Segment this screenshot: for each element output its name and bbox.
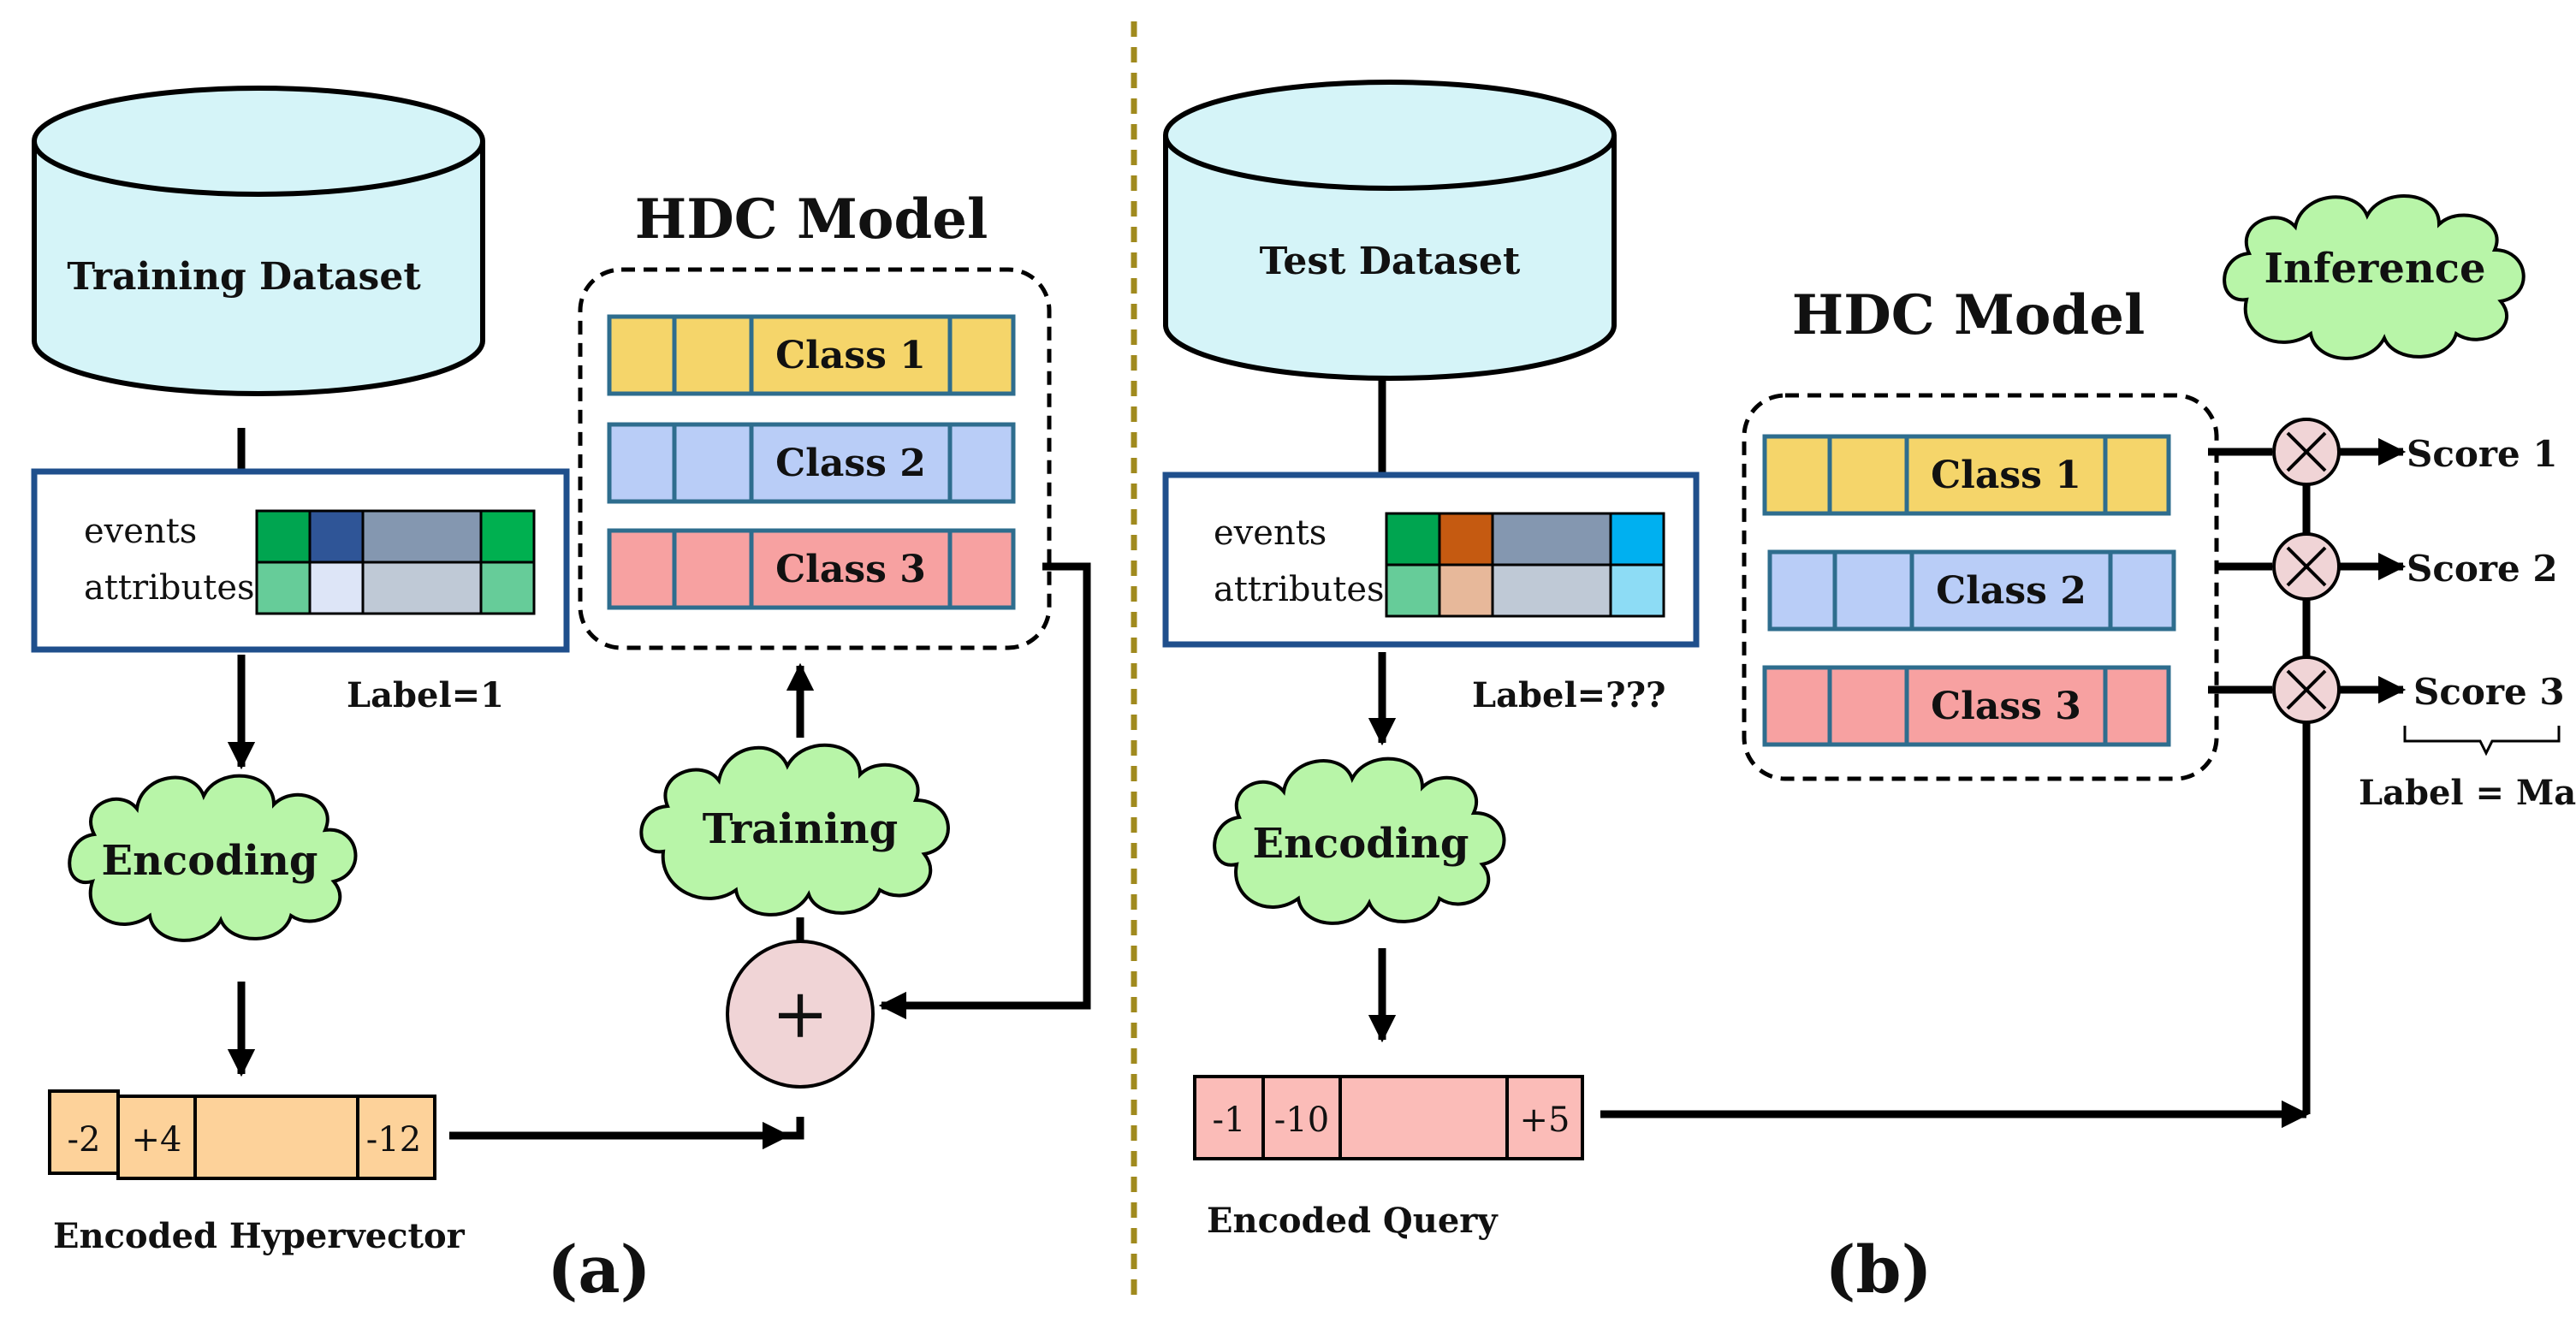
class-bar-3-a (607, 528, 1016, 610)
panel-b: Test Dataset events attributes Label=??? (1162, 80, 2576, 1308)
multiplier-3 (2272, 656, 2341, 724)
adder-operator: + (726, 940, 875, 1089)
events-label-b: events (1214, 513, 1327, 553)
multiplier-2 (2272, 532, 2341, 601)
hv-value-2: +4 (132, 1120, 182, 1160)
training-dataset-label: Training Dataset (67, 255, 421, 299)
feedback-arrow (878, 562, 1091, 1020)
class-bar-2-b (1767, 549, 2176, 632)
model-box-b (1742, 393, 2219, 781)
encoded-query (1193, 1075, 1584, 1160)
encoding-label: Encoding (102, 837, 318, 885)
training-label: Training (703, 805, 898, 853)
class-bar-1-a (607, 314, 1016, 396)
panel-a: Training Dataset events attributes Label… (31, 86, 1091, 1308)
encoding-cloud-b: Encoding (1213, 756, 1506, 925)
encoding-label-b: Encoding (1253, 820, 1469, 868)
events-attributes-box: events attributes (31, 468, 570, 653)
caption-b: (b) (1825, 1231, 1932, 1308)
class-bar-3-b (1762, 665, 2171, 747)
hv-value-3: -12 (366, 1120, 421, 1160)
test-dataset-cylinder: Test Dataset (1163, 80, 1617, 381)
inference-label: Inference (2264, 245, 2485, 293)
class-bar-1-b (1762, 434, 2171, 516)
score-1-label: Score 1 (2407, 433, 2558, 475)
test-dataset-label: Test Dataset (1260, 240, 1521, 283)
encoded-hypervector (48, 1089, 436, 1180)
class-3-label-b: Class 3 (1931, 685, 2081, 728)
class-3-label-a: Class 3 (775, 548, 926, 591)
label-text: Label=1 (347, 675, 504, 715)
attributes-label: attributes (84, 568, 255, 608)
max-label: Label = Max (2359, 773, 2576, 813)
training-cloud: Training (639, 743, 950, 917)
hv-value-1: -2 (68, 1120, 101, 1160)
adder-symbol: + (771, 974, 828, 1053)
hv-to-adder-line (449, 1117, 804, 1140)
multiplier-1 (2272, 418, 2341, 486)
class-1-label-a: Class 1 (775, 334, 926, 377)
class-2-label-b: Class 2 (1936, 569, 2086, 613)
score-2-label: Score 2 (2407, 548, 2558, 590)
inference-cloud: Inference (2223, 194, 2526, 360)
label-text-b: Label=??? (1472, 675, 1665, 715)
feature-grid-b (1385, 512, 1665, 618)
query-caption: Encoded Query (1207, 1201, 1499, 1241)
class-bar-2-a (607, 422, 1016, 504)
model-box-a (578, 267, 1052, 650)
class-2-label-a: Class 2 (775, 442, 926, 485)
events-label: events (84, 512, 197, 551)
query-value-3: +5 (1520, 1101, 1570, 1140)
attributes-label-b: attributes (1214, 570, 1385, 609)
max-brace (2403, 726, 2561, 756)
score-3-label: Score 3 (2413, 671, 2565, 713)
events-attributes-box-b: events attributes (1162, 472, 1700, 648)
model-title-a: HDC Model (635, 187, 988, 252)
hypervector-caption: Encoded Hypervector (53, 1216, 466, 1256)
query-value-1: -1 (1213, 1101, 1246, 1140)
encoding-cloud: Encoding (68, 774, 358, 942)
model-title-b: HDC Model (1792, 283, 2146, 347)
training-dataset-cylinder: Training Dataset (32, 86, 485, 396)
feature-grid (255, 509, 536, 615)
class-1-label-b: Class 1 (1931, 454, 2081, 497)
query-value-2: -10 (1274, 1101, 1329, 1140)
caption-a: (a) (547, 1231, 650, 1308)
